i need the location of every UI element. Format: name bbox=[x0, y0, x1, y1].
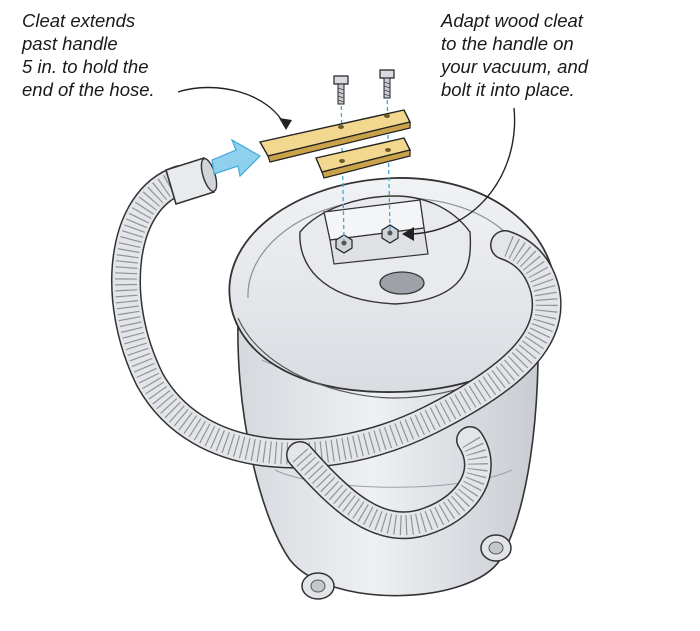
caster-left bbox=[301, 572, 335, 600]
nut-icon bbox=[335, 234, 353, 254]
lid-handle bbox=[299, 195, 472, 305]
callout-cleat-extends: Cleat extends past handle 5 in. to hold … bbox=[22, 9, 155, 101]
callout-left-line: Cleat extends bbox=[22, 10, 136, 31]
wood-cleat-short bbox=[315, 137, 412, 179]
leader-left bbox=[177, 86, 292, 130]
nut-icon bbox=[381, 224, 399, 244]
callout-right-line: Adapt wood cleat bbox=[441, 10, 583, 31]
caster-right bbox=[480, 534, 512, 562]
vacuum-hose bbox=[111, 165, 562, 540]
leader-right bbox=[402, 107, 516, 241]
callout-left-line: past handle bbox=[22, 33, 118, 54]
callout-left-line: 5 in. to hold the bbox=[22, 56, 149, 77]
wood-cleat-long bbox=[258, 109, 412, 163]
callout-adapt-cleat: Adapt wood cleat to the handle on your v… bbox=[441, 9, 588, 101]
hose-end-fitting bbox=[165, 156, 218, 206]
callout-right-line: bolt it into place. bbox=[441, 79, 575, 100]
callout-right-line: your vacuum, and bbox=[441, 56, 589, 77]
bolt-icon bbox=[379, 69, 395, 99]
callout-left-line: end of the hose. bbox=[22, 79, 155, 100]
bolt-icon bbox=[333, 75, 349, 105]
callout-right-line: to the handle on bbox=[441, 33, 574, 54]
arrow-right-icon bbox=[211, 138, 261, 178]
